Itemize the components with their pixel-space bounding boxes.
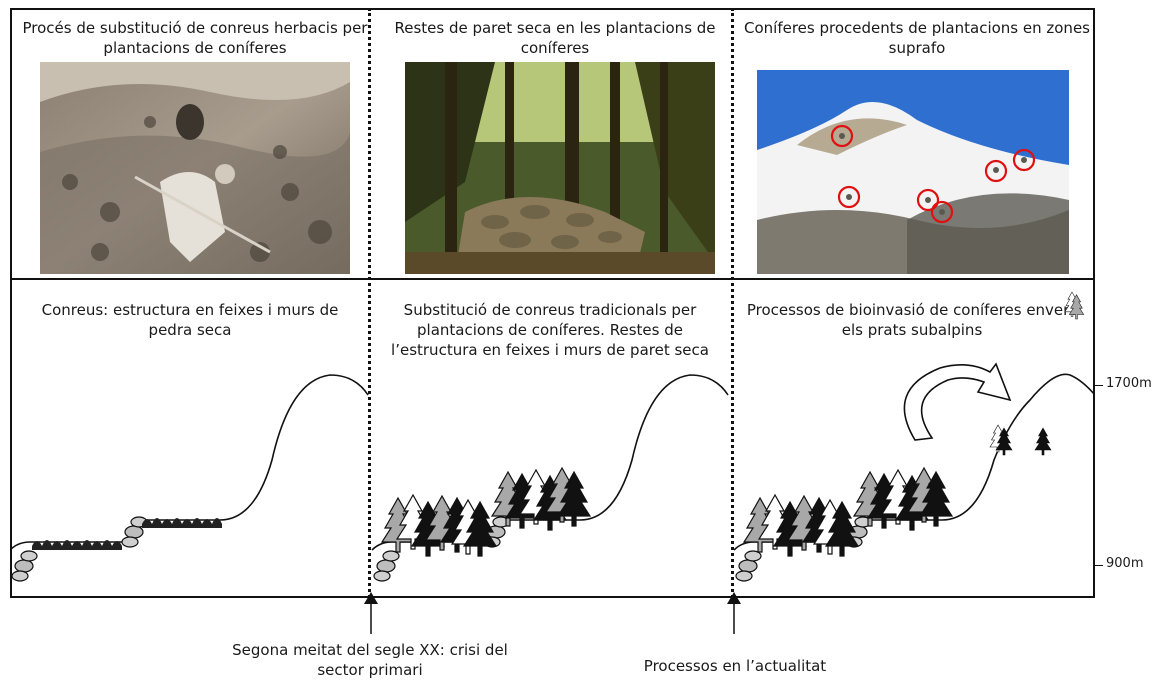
highlight-circle (830, 124, 854, 148)
bottom-caption-3: Processos de bioinvasió de coníferes env… (746, 301, 1078, 339)
divider-dotted-2 (731, 8, 734, 598)
highlight-circle (837, 185, 861, 209)
top-caption-3: Coníferes procedents de plantacions en z… (744, 19, 1090, 57)
highlight-circle (930, 200, 954, 224)
altitude-900-label: 900m (1106, 556, 1144, 571)
stone-wall (121, 516, 148, 548)
highlight-circle (984, 159, 1008, 183)
forest-lower (743, 494, 859, 557)
photo-snow-mountain-art (757, 70, 1069, 274)
photo-snow-mountain (757, 70, 1069, 274)
top-caption-1: Procés de substitució de conreus herbaci… (22, 19, 368, 57)
photo-conifer-planting (40, 62, 350, 274)
bottom-caption-1: Conreus: estructura en feixes i murs de … (41, 301, 339, 339)
timeline-label-1: Segona meitat del segle XX: crisi del se… (232, 641, 508, 679)
invading-conifers (989, 291, 1084, 456)
divider-dotted-1 (368, 8, 371, 598)
photo-forest-stone-wall-art (405, 62, 715, 274)
top-caption-2: Restes de paret seca en les plantacions … (394, 19, 716, 57)
photo-forest-stone-wall (405, 62, 715, 274)
highlight-circle (916, 188, 940, 212)
timeline-arrow-1 (364, 592, 378, 634)
tick-1700 (1095, 385, 1103, 386)
timeline-label-2: Processos en l’actualitat (643, 657, 827, 675)
tick-900 (1095, 565, 1103, 566)
crops-upper (142, 518, 222, 528)
bottom-caption-2: Substitució de conreus tradicionals per … (391, 301, 709, 359)
photo-conifer-planting-art (40, 62, 350, 274)
highlight-circle (1012, 148, 1036, 172)
altitude-1700-label: 1700m (1106, 376, 1152, 391)
timeline-arrow-2 (727, 592, 741, 634)
plantation-lower (381, 494, 497, 557)
bioinvasion-arrow (903, 362, 1012, 441)
crops-lower (32, 540, 122, 550)
landscape-profile (10, 291, 1095, 582)
row-divider (10, 278, 1095, 280)
stone-wall (373, 550, 400, 582)
figure-frame (10, 8, 1095, 598)
stone-wall (735, 550, 762, 582)
stone-wall (11, 550, 38, 582)
